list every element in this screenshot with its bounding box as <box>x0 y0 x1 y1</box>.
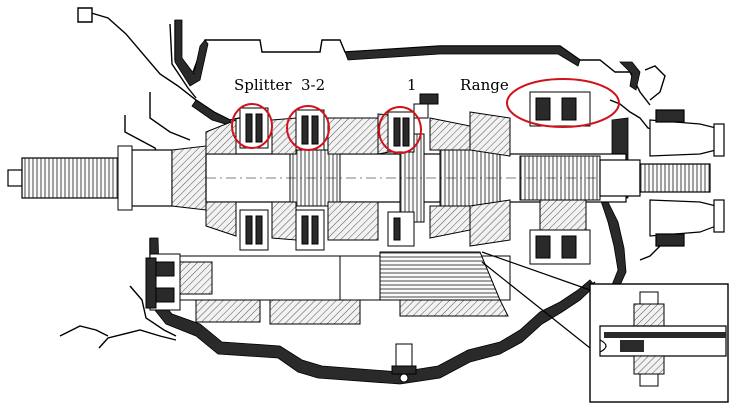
input-shaft <box>7 145 207 211</box>
three-two-synchro <box>295 109 325 251</box>
output-flange <box>599 109 725 247</box>
detail-inset <box>481 251 729 403</box>
bottom-details <box>145 257 417 383</box>
first-gear-synchro <box>387 111 415 247</box>
first-gear-label: 1 <box>407 76 417 94</box>
range-synchro <box>529 91 591 265</box>
main-shaft <box>205 133 627 223</box>
range-highlight <box>506 78 620 128</box>
splitter-label: Splitter <box>234 76 292 94</box>
range-label: Range <box>460 76 509 94</box>
countershaft <box>149 251 511 325</box>
splitter-highlight <box>231 103 273 149</box>
lower-gears <box>205 199 511 247</box>
first-gear-highlight <box>378 106 422 154</box>
three-two-highlight <box>286 105 330 151</box>
synchronizers <box>239 91 591 265</box>
highlight-circles <box>231 78 620 154</box>
three-two-label: 3-2 <box>301 76 326 94</box>
splitter-synchro <box>239 107 269 251</box>
